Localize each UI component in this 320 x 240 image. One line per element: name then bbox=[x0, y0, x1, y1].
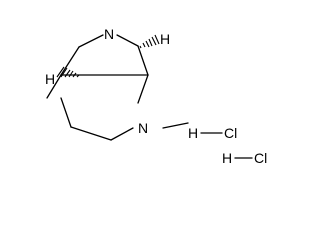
ring-bonds bbox=[46, 34, 149, 141]
atom-label-amine-n: N bbox=[104, 26, 114, 42]
salt-1-cl: Cl bbox=[224, 125, 237, 141]
bond-c-c bbox=[137, 45, 149, 76]
bond-c2-n bbox=[46, 74, 62, 99]
bond-c1-c2 bbox=[60, 46, 80, 76]
salt-2-h: H bbox=[222, 150, 232, 166]
molecule-structure: N N H H H Cl H Cl bbox=[45, 26, 267, 166]
atom-label-h-bottom: H bbox=[45, 71, 55, 87]
hashed-wedge-bottom bbox=[56, 66, 80, 78]
bond-nh-c bbox=[116, 34, 139, 47]
atom-label-h-top: H bbox=[160, 31, 170, 47]
bond-c1-nh bbox=[78, 34, 104, 48]
bond-left-down bbox=[60, 97, 72, 128]
hashed-wedge-top bbox=[139, 34, 160, 49]
hcl-salt-2: H Cl bbox=[222, 150, 267, 166]
bond-fusion-right-down bbox=[137, 74, 149, 104]
bond-n-methyl bbox=[162, 122, 189, 129]
hcl-salt-1: H Cl bbox=[188, 125, 237, 141]
salt-1-h: H bbox=[188, 125, 198, 141]
bond-bottom-right bbox=[110, 127, 134, 141]
salt-2-cl: Cl bbox=[254, 150, 267, 166]
bond-bottom-left bbox=[70, 126, 112, 141]
atom-label-ring-n: N bbox=[138, 120, 148, 136]
